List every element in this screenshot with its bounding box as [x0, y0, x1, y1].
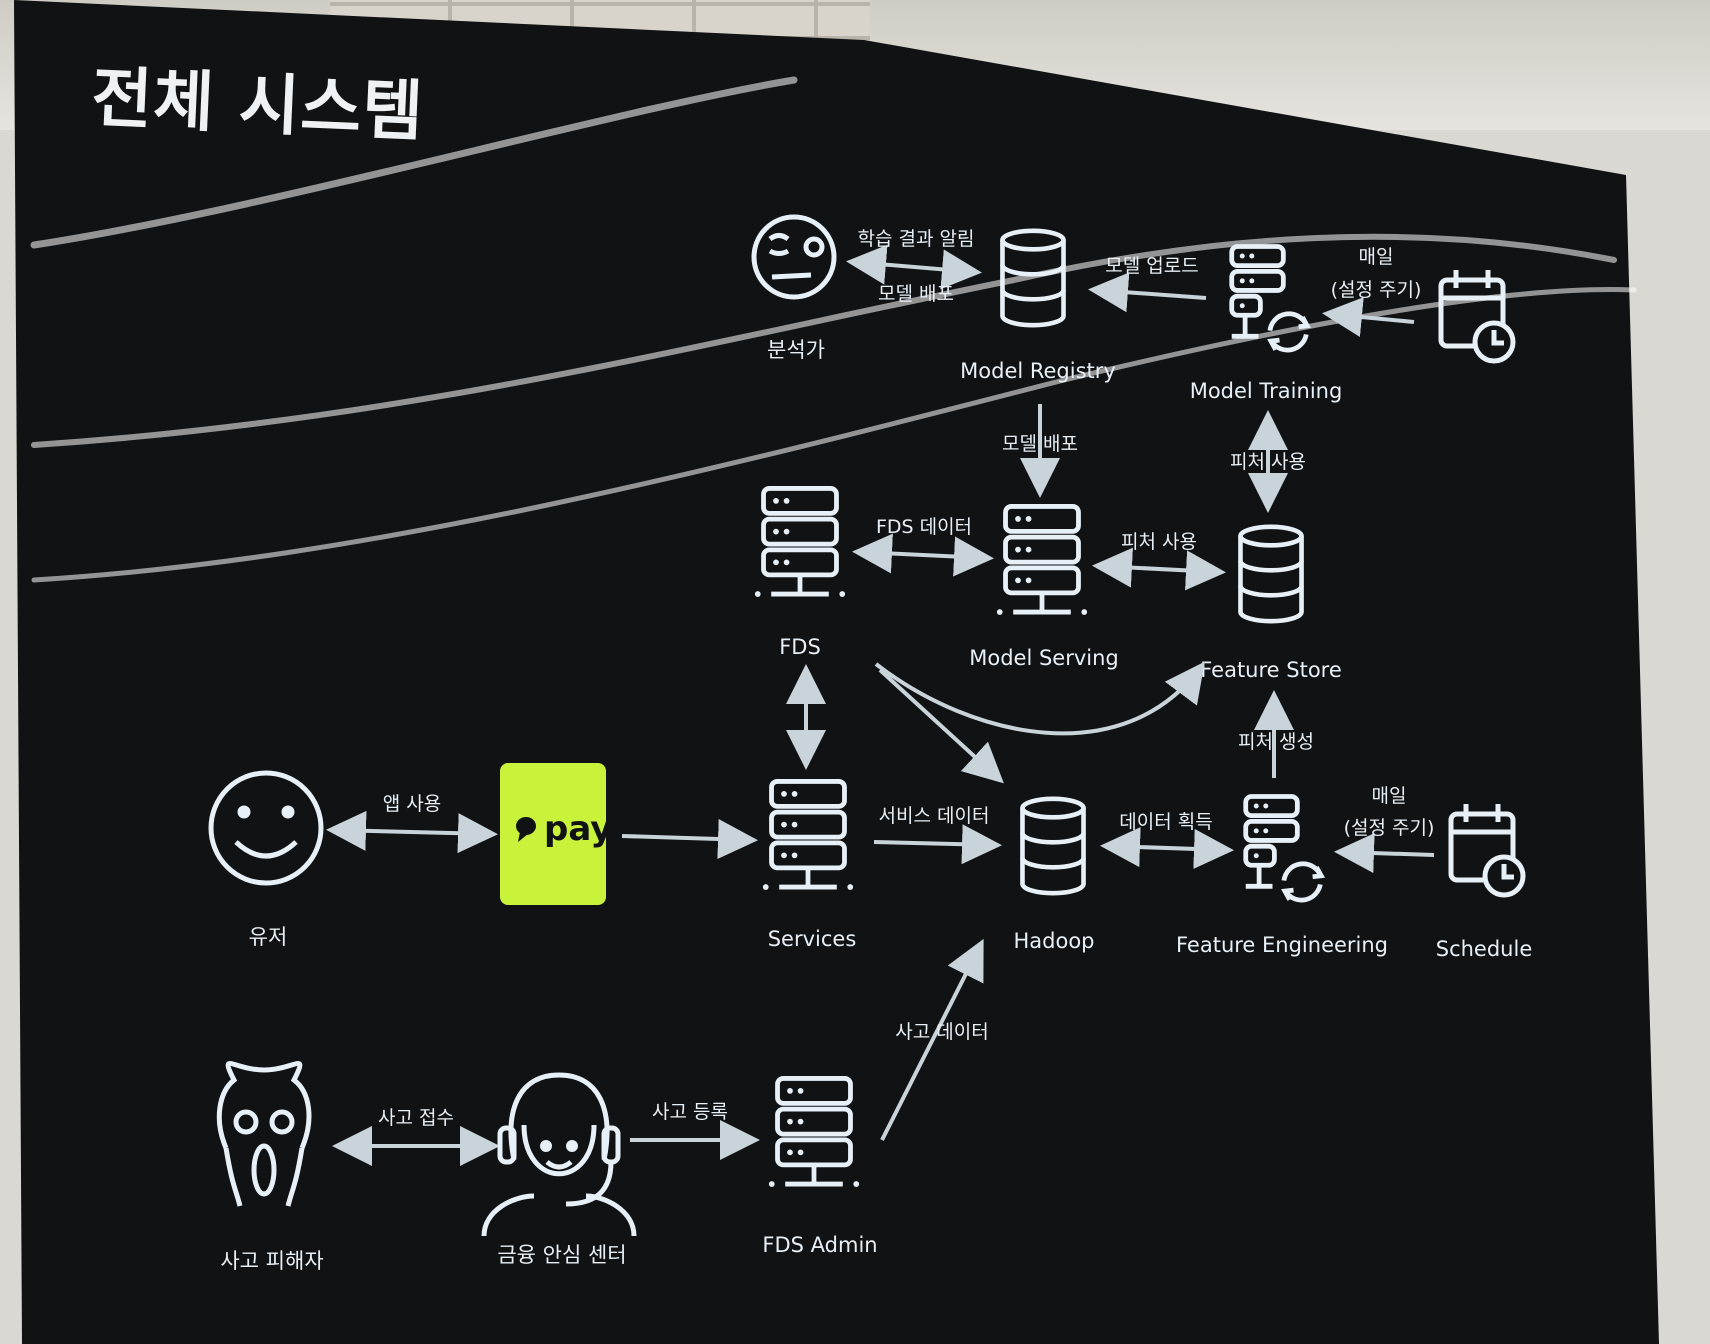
edge-label-period-top: (설정 주기)	[1331, 279, 1422, 301]
edge-label-incident-register: 사고 등록	[652, 1101, 728, 1123]
edge-analyst-registry	[846, 244, 982, 290]
analyst-icon	[751, 214, 837, 300]
schedule-calendar-icon	[1451, 804, 1523, 895]
edge-label-fds-data: FDS 데이터	[876, 516, 972, 538]
pay-logo-text: pay	[544, 809, 612, 849]
analyst-label: 분석가	[767, 338, 825, 362]
feature-store-label: Feature Store	[1200, 658, 1342, 682]
hadoop-label: Hadoop	[1013, 929, 1094, 953]
edge-services-hadoop	[873, 824, 1002, 865]
edge-label-model-deploy: 모델 배포	[1002, 433, 1078, 455]
edge-label-feature-use-top: 피처 사용	[1230, 451, 1306, 473]
edge-schedule-training-top	[1322, 297, 1415, 337]
edge-label-learning-result: 학습 결과 알림	[858, 228, 975, 250]
edge-label-incident-receipt: 사고 접수	[378, 1107, 454, 1129]
edge-hadoop-featureeng	[1100, 827, 1234, 869]
edge-fds-featurestore-curve	[874, 661, 1205, 736]
fds-admin-server-icon	[769, 1078, 859, 1186]
screen-glare	[30, 76, 1637, 583]
presentation-screen	[14, 0, 1659, 1344]
edge-serving-featurestore	[1092, 547, 1226, 591]
edge-label-daily-top: 매일	[1359, 246, 1394, 268]
pay-logo[interactable]: pay	[500, 763, 612, 905]
edge-fds-hadoop	[878, 668, 1004, 784]
edge-pay-services	[621, 819, 758, 859]
user-smiley-icon	[208, 770, 324, 886]
edge-schedule-featureeng	[1334, 833, 1435, 874]
edge-label-data-acquire: 데이터 획득	[1119, 811, 1212, 833]
model-registry-label: Model Registry	[960, 359, 1116, 383]
edge-label-feature-gen: 피처 생성	[1238, 731, 1314, 753]
victim-screaming-icon	[216, 1061, 312, 1207]
feature-engineering-label: Feature Engineering	[1176, 933, 1388, 957]
edge-training-registry	[1088, 272, 1207, 313]
edge-label-app-use: 앱 사용	[383, 793, 441, 815]
edge-user-pay	[326, 810, 498, 854]
model-serving-label: Model Serving	[969, 646, 1119, 670]
fds-server-icon	[755, 488, 845, 596]
edge-label-service-data: 서비스 데이터	[879, 805, 990, 827]
hadoop-database-icon	[1022, 799, 1083, 893]
fds-label: FDS	[779, 635, 821, 659]
edge-label-period-bottom: (설정 주기)	[1344, 817, 1435, 839]
feature-store-database-icon	[1240, 527, 1301, 621]
feature-engineering-sync-icon	[1246, 796, 1321, 900]
edge-fds-serving	[852, 533, 994, 577]
system-diagram: 분석가 Model Registry Model Training 학습 결과 …	[30, 76, 1637, 1273]
schedule-label: Schedule	[1436, 937, 1533, 961]
edge-label-model-deploy-analyst: 모델 배포	[878, 283, 954, 305]
edge-fdsadmin-hadoop	[880, 938, 984, 1141]
edge-label-model-upload: 모델 업로드	[1105, 255, 1198, 277]
edge-label-daily-bottom: 매일	[1372, 785, 1407, 807]
financial-center-headset-icon	[481, 1072, 637, 1237]
services-server-icon	[763, 781, 853, 889]
financial-center-label: 금융 안심 센터	[497, 1243, 626, 1267]
user-label: 유저	[249, 925, 288, 949]
edge-label-incident-data: 사고 데이터	[895, 1021, 988, 1043]
model-serving-server-icon	[997, 506, 1087, 614]
victim-label: 사고 피해자	[220, 1249, 323, 1273]
services-label: Services	[768, 927, 857, 951]
fds-admin-label: FDS Admin	[762, 1233, 877, 1257]
schedule-top-calendar-icon	[1441, 270, 1513, 361]
edge-label-feature-use: 피처 사용	[1121, 531, 1197, 553]
model-training-label: Model Training	[1190, 379, 1343, 403]
